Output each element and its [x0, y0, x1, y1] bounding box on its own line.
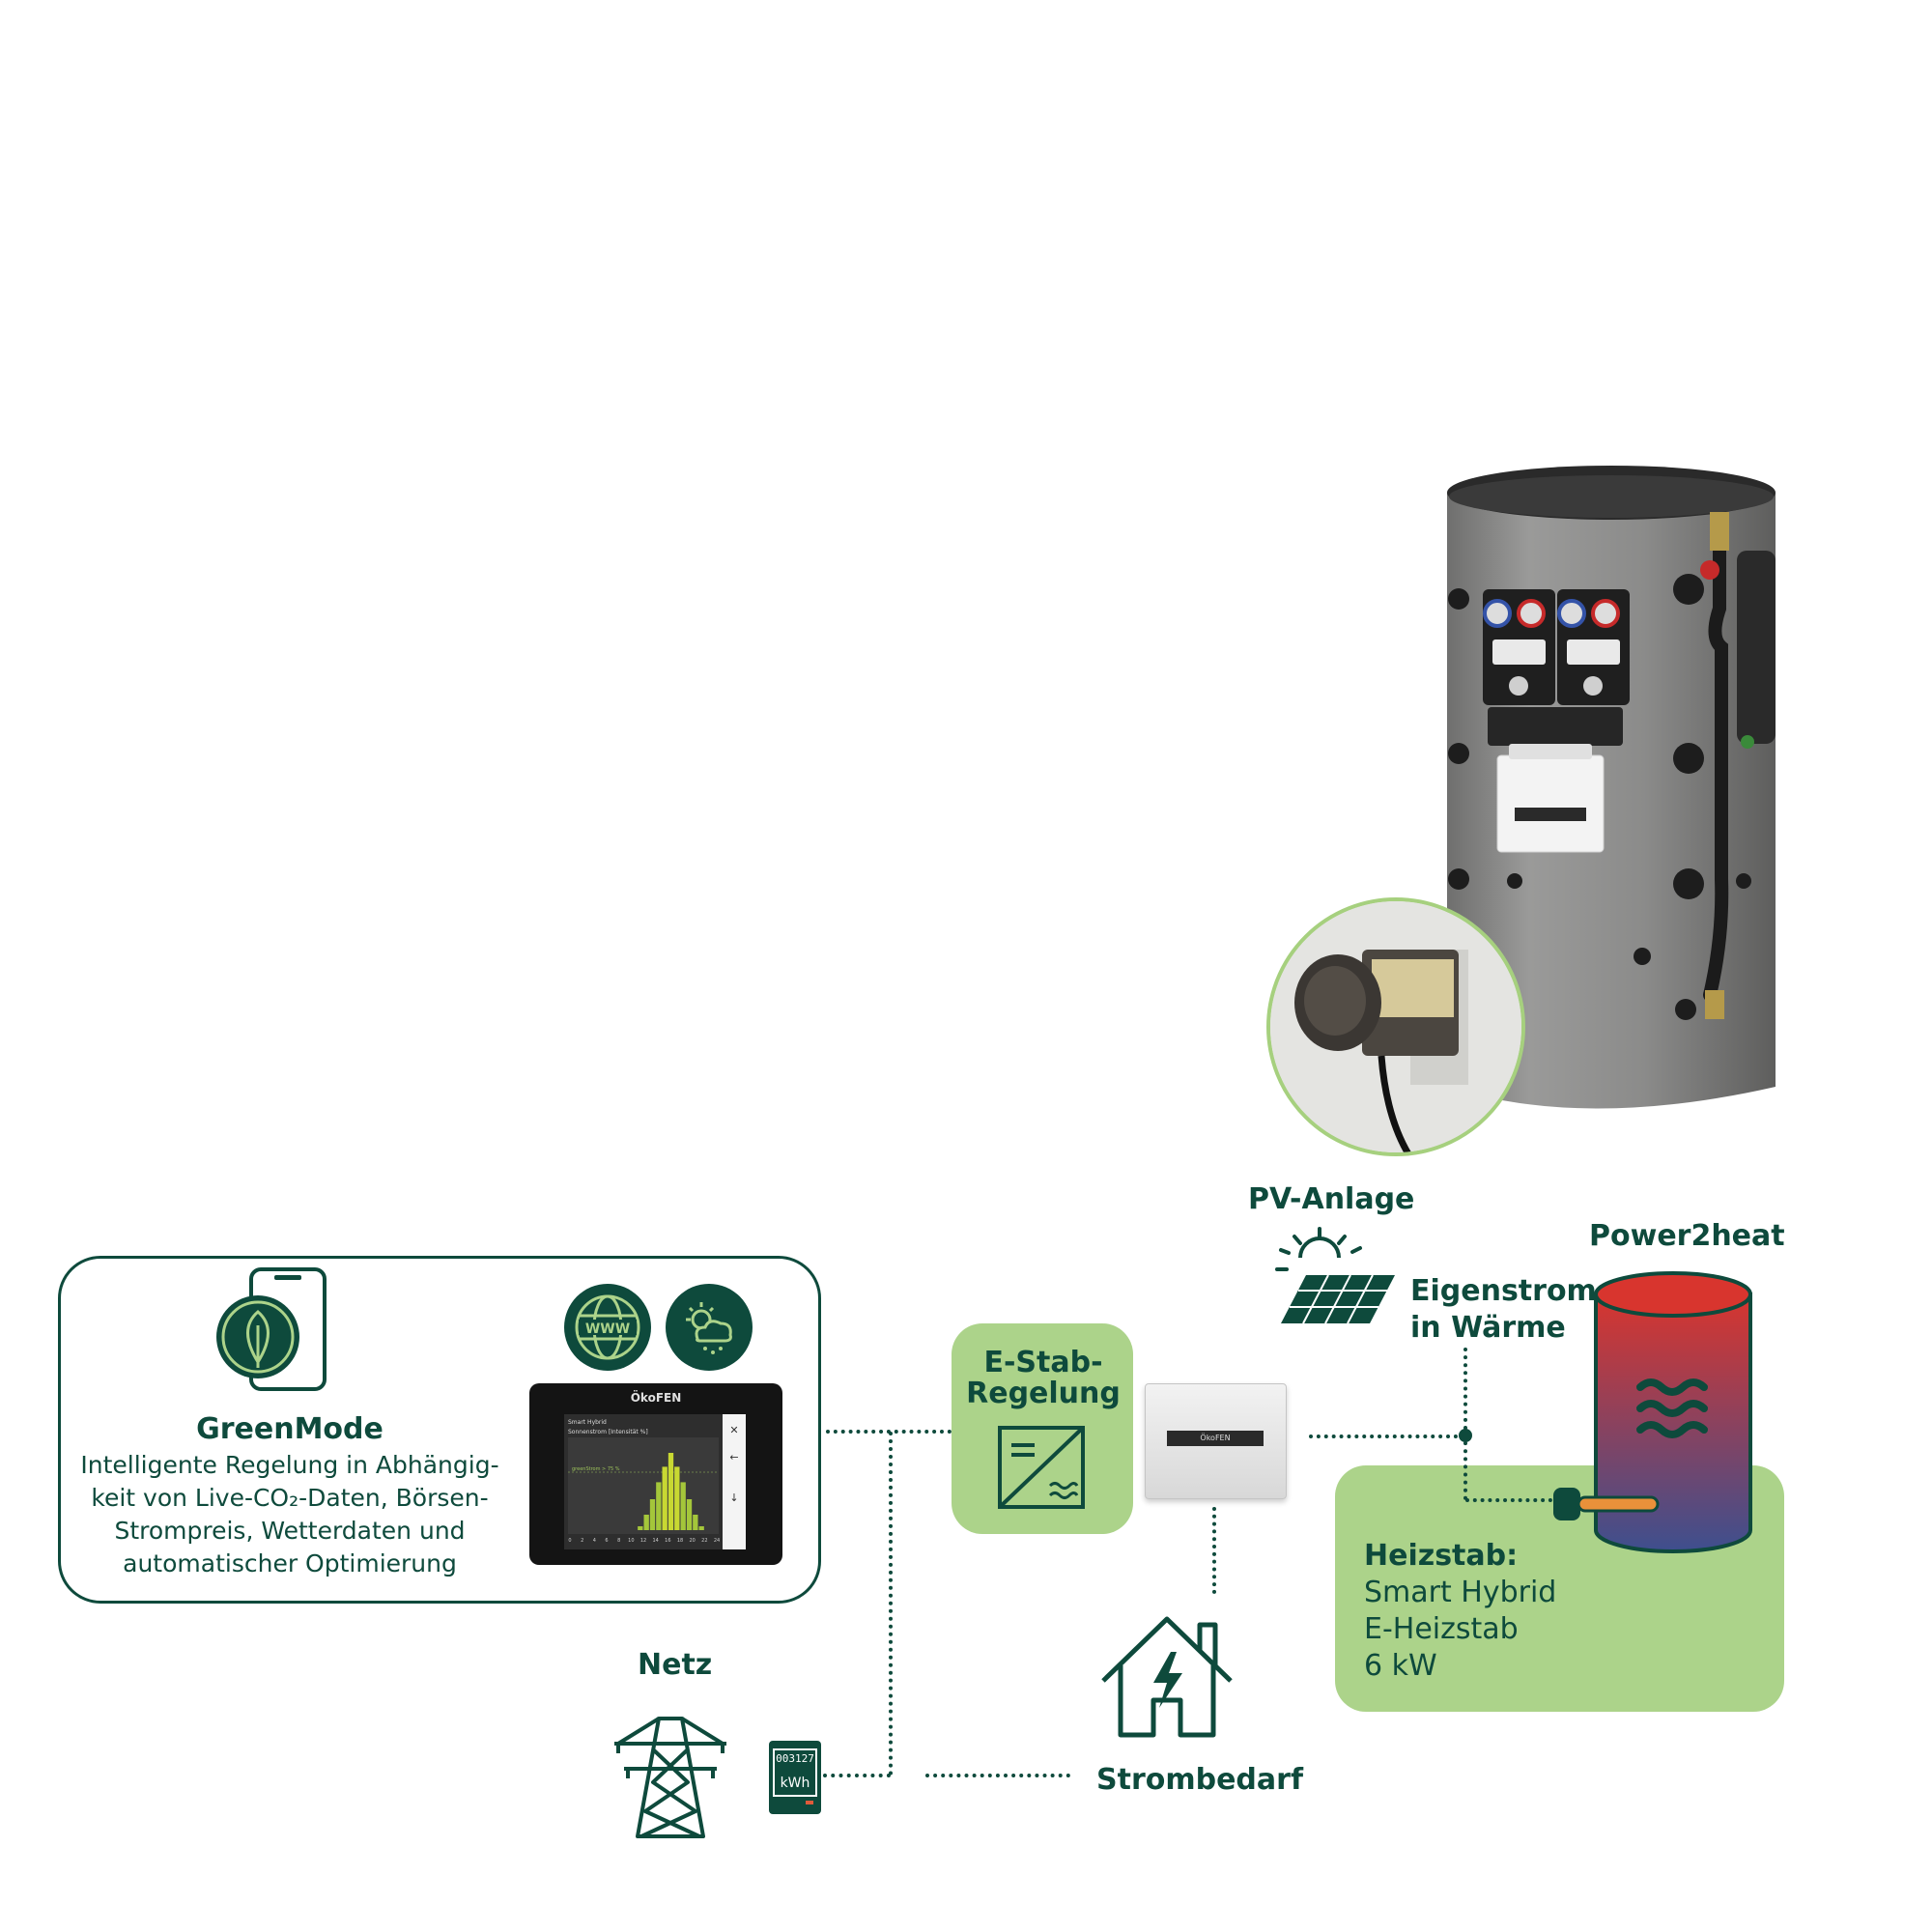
connector-meter-out [823, 1774, 891, 1777]
heizstab-text: Heizstab: Smart Hybrid E-Heizstab 6 kW [1364, 1538, 1556, 1685]
thermostat-inset-photo [1266, 897, 1525, 1156]
connector-card-to-meter [889, 1432, 893, 1776]
chart-bar [638, 1526, 643, 1530]
greenmode-description: Intelligente Regelung in Abhängig- keit … [58, 1449, 522, 1580]
meter-status-led [806, 1801, 813, 1804]
house-energy-icon [1101, 1616, 1233, 1738]
connector-meter-to-house [925, 1774, 1070, 1777]
inverter-symbol-icon [998, 1426, 1085, 1509]
close-icon: ✕ [729, 1424, 738, 1436]
www-globe-icon: WWW [564, 1284, 651, 1371]
heizstab-line: E-Heizstab [1364, 1612, 1519, 1646]
weather-sun-cloud-icon [666, 1284, 753, 1371]
strombedarf-label: Strombedarf [1096, 1763, 1303, 1797]
connector-junction-dot [1459, 1429, 1472, 1442]
heizstab-line: 6 kW [1364, 1649, 1437, 1683]
eigenstrom-line2: in Wärme [1410, 1311, 1566, 1345]
www-label: WWW [585, 1321, 630, 1337]
threshold-label: greenStrom > 75 % [572, 1466, 620, 1472]
connector-controller-to-pv [1309, 1435, 1465, 1438]
chart-tick-label: 4 [593, 1538, 596, 1544]
controller-brand: ÖkoFEN [1167, 1431, 1264, 1446]
chart-bar [643, 1515, 649, 1530]
connector-controller-to-house [1212, 1507, 1216, 1594]
display-brand: ÖkoFEN [630, 1391, 682, 1405]
power2heat-label: Power2heat [1589, 1219, 1785, 1253]
chart-bar [686, 1499, 693, 1530]
chart-bar [649, 1499, 656, 1530]
chart-bar [693, 1515, 698, 1530]
chart-tick-label: 16 [665, 1538, 670, 1544]
chart-tick-label: 6 [605, 1538, 608, 1544]
solar-panel-sun-icon [1275, 1227, 1395, 1324]
greenmode-card [58, 1256, 821, 1604]
estab-controller-unit: ÖkoFEN [1145, 1383, 1287, 1499]
chart-tick-label: 10 [628, 1538, 634, 1544]
chart-tick-label: 24 [714, 1538, 720, 1544]
chart-tick-label: 12 [640, 1538, 646, 1544]
pv-anlage-label: PV-Anlage [1248, 1182, 1415, 1216]
chart-bar [668, 1453, 674, 1530]
heizstab-line: Smart Hybrid [1364, 1576, 1557, 1609]
screen-sidebar [723, 1414, 746, 1549]
eigenstrom-line1: Eigenstrom [1410, 1274, 1597, 1308]
chart-bar [680, 1482, 686, 1530]
greenmode-desc-line: Strompreis, Wetterdaten und [114, 1517, 466, 1545]
screen-subheader: Sonnenstrom [Intensität %] [568, 1429, 648, 1435]
chart-tick-label: 18 [677, 1538, 683, 1544]
storage-tank-photo [1447, 466, 1776, 1109]
screen-header: Smart Hybrid [568, 1419, 607, 1426]
chart-bar [698, 1526, 704, 1530]
down-arrow-icon: ↓ [729, 1492, 738, 1504]
netz-label: Netz [638, 1648, 713, 1682]
meter-unit: kWh [780, 1776, 810, 1791]
connector-pv-to-heizstab [1463, 1348, 1467, 1500]
meter-display [773, 1748, 817, 1797]
chart-tick-label: 0 [568, 1538, 571, 1544]
chart-bar [656, 1482, 662, 1530]
greenmode-title: GreenMode [196, 1412, 384, 1446]
chart-tick-label: 20 [689, 1538, 695, 1544]
meter-value: 003127 [776, 1752, 814, 1765]
greenmode-desc-line: keit von Live-CO₂-Daten, Börsen- [91, 1484, 489, 1512]
chart-tick-label: 22 [701, 1538, 707, 1544]
chart-tick-label: 8 [617, 1538, 620, 1544]
power-pylon-icon [614, 1717, 726, 1838]
chart-tick-label: 2 [581, 1538, 583, 1544]
eigenstrom-label: Eigenstrom in Wärme [1410, 1273, 1597, 1347]
heizstab-title: Heizstab: [1364, 1539, 1519, 1573]
chart-bar [662, 1466, 668, 1530]
estab-regelung-title: E-Stab-Regelung [966, 1346, 1121, 1410]
greenmode-desc-line: automatischer Optimierung [123, 1549, 457, 1577]
phone-leaf-icon [216, 1267, 327, 1391]
connector-heizstab-rod [1465, 1498, 1552, 1502]
chart-tick-label: 14 [652, 1538, 658, 1544]
electricity-meter [769, 1741, 821, 1814]
power2heat-tank-icon [1553, 1271, 1752, 1553]
greenmode-desc-line: Intelligente Regelung in Abhängig- [80, 1451, 499, 1479]
back-arrow-icon: ← [729, 1451, 738, 1463]
chart-bar [674, 1466, 680, 1530]
